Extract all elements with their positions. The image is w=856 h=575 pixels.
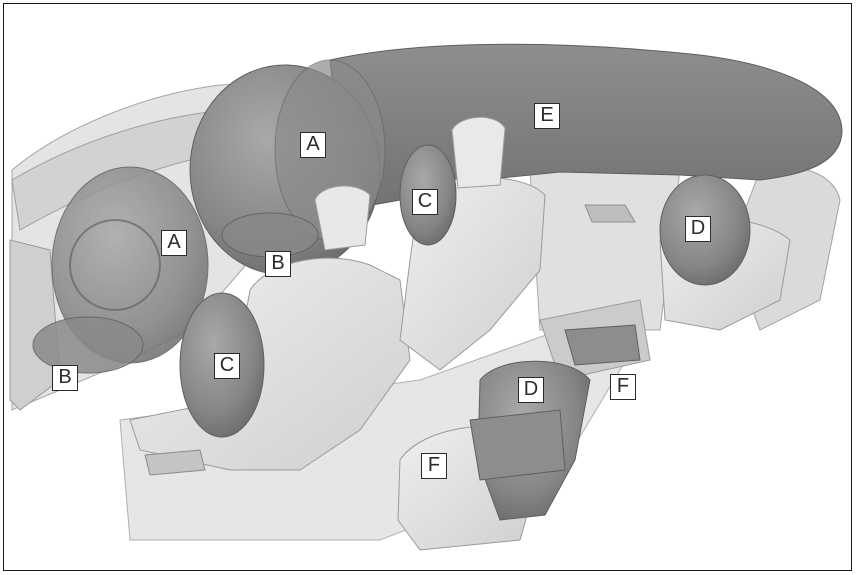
- label-b-passenger: B: [265, 251, 291, 277]
- label-c-driver: C: [214, 353, 240, 379]
- label-b-driver: B: [52, 365, 78, 391]
- label-f-rear-right: F: [610, 374, 636, 400]
- seat-controls: [145, 450, 205, 475]
- rear-door-panel: [530, 170, 680, 330]
- label-e-curtain: E: [534, 103, 560, 129]
- label-d-rear-right: D: [685, 216, 711, 242]
- label-a-driver: A: [161, 230, 187, 256]
- rear-cushion-airbag-right: [565, 325, 640, 365]
- label-c-passenger: C: [412, 189, 438, 215]
- driver-headrest: [315, 186, 370, 250]
- rear-cushion-airbag-left: [470, 410, 565, 480]
- label-a-passenger: A: [300, 132, 326, 158]
- driver-knee-airbag: [33, 317, 143, 373]
- label-d-rear-left: D: [518, 377, 544, 403]
- passenger-headrest: [452, 117, 505, 188]
- label-f-rear-left: F: [421, 453, 447, 479]
